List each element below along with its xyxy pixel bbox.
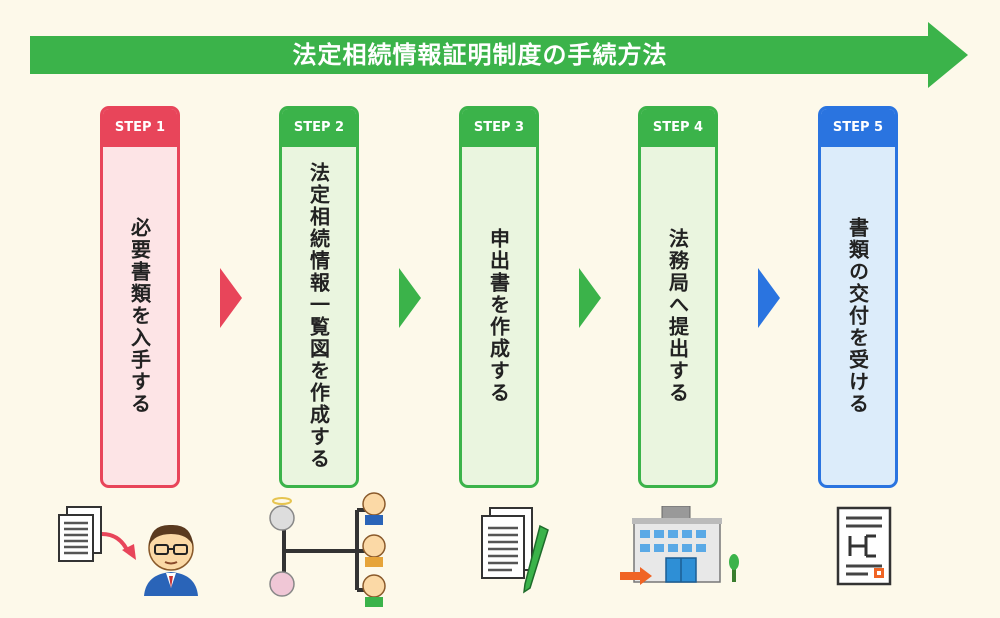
document-icon xyxy=(58,506,102,562)
arrow-right-icon xyxy=(220,268,242,328)
building-icon xyxy=(620,506,739,585)
family-tree-icon xyxy=(269,492,386,607)
step-3-card: STEP 3 申出書を作成する xyxy=(459,106,539,488)
step-2-text: 法定相続情報一覧図を作成する xyxy=(306,162,331,470)
step-3-label: STEP 3 xyxy=(462,109,536,147)
step-2-card: STEP 2 法定相続情報一覧図を作成する xyxy=(279,106,359,488)
step-4-label: STEP 4 xyxy=(641,109,715,147)
step-4-text: 法務局へ提出する xyxy=(665,228,690,404)
step-5-label: STEP 5 xyxy=(821,109,895,147)
pen-document-icon xyxy=(481,507,549,594)
diagram-title: 法定相続情報証明制度の手続方法 xyxy=(292,41,668,69)
step-2-label: STEP 2 xyxy=(282,109,356,147)
arrow-right-icon xyxy=(579,268,601,328)
step-4-card: STEP 4 法務局へ提出する xyxy=(638,106,718,488)
arrow-right-icon xyxy=(758,268,780,328)
banner-arrow xyxy=(30,22,968,88)
arrow-right-icon xyxy=(399,268,421,328)
red-curved-arrow-icon xyxy=(101,532,136,560)
step-1-label: STEP 1 xyxy=(103,109,177,147)
step-1-text: 必要書類を入手する xyxy=(127,217,152,415)
certificate-icon xyxy=(836,506,892,586)
step-5-card: STEP 5 書類の交付を受ける xyxy=(818,106,898,488)
step-1-card: STEP 1 必要書類を入手する xyxy=(100,106,180,488)
step-5-text: 書類の交付を受ける xyxy=(845,217,870,415)
person-icon xyxy=(144,524,198,596)
step-3-text: 申出書を作成する xyxy=(486,228,511,404)
